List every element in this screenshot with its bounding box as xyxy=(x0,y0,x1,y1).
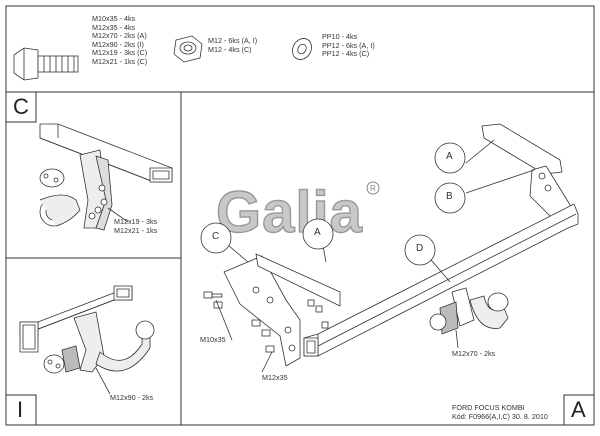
callout-i-panel: M12x90 - 2ks xyxy=(110,393,154,402)
logo-text: Galia xyxy=(216,180,363,245)
bolt-spec: M12x35 - 4ks xyxy=(92,22,136,32)
bubble-label: D xyxy=(416,243,424,254)
washer-list: PP10 - 4ks PP12 - 6ks (A, I) PP12 - 4ks … xyxy=(322,32,375,59)
galia-logo: Galia R xyxy=(215,179,380,246)
svg-text:R: R xyxy=(370,184,376,193)
nut-icon xyxy=(173,35,203,63)
panel-label-c: C xyxy=(13,94,29,119)
bolt-icon xyxy=(13,47,79,81)
callout-line: M12x21 - 1ks xyxy=(114,225,158,235)
panel-c-box xyxy=(5,91,37,123)
title-block: FORD FOCUS KOMBI Kód: F0966(A,I,C) 30. 8… xyxy=(452,403,548,421)
bolt-m10-set xyxy=(203,291,329,353)
panel-label-i: I xyxy=(17,397,24,422)
callout-m12x70: M12x70 - 2ks xyxy=(452,349,496,358)
nut-spec: M12 - 4ks (C) xyxy=(208,44,252,54)
bubble-d xyxy=(404,234,436,266)
callout-line: M12x19 - 3ks xyxy=(114,217,158,226)
panel-c-drawing xyxy=(39,123,173,231)
panel-label-a: A xyxy=(571,397,586,422)
bolt-list: M10x35 - 4ks M12x35 - 4ks M12x70 - 2ks (… xyxy=(92,14,148,67)
bubble-b xyxy=(434,182,466,214)
panel-a-box xyxy=(563,394,595,426)
drawing-code: Kód: F0966(A,I,C) 30. 8. 2010 xyxy=(452,411,548,421)
bubble-label: B xyxy=(446,191,453,202)
bolt-spec: M12x90 - 2ks (I) xyxy=(92,39,144,49)
washer-icon xyxy=(292,38,312,60)
washer-spec: PP12 - 6ks (A, I) xyxy=(322,40,375,50)
sheet-border xyxy=(5,5,595,426)
bubble-a-top xyxy=(434,142,466,174)
washer-spec: PP10 - 4ks xyxy=(322,32,358,41)
washer-spec: PP12 - 4ks (C) xyxy=(322,49,370,59)
bubble-c xyxy=(200,222,232,254)
bubble-label: C xyxy=(212,231,220,242)
panel-i-drawing xyxy=(19,285,155,395)
callout-bubbles xyxy=(200,142,466,266)
bolt-spec: M12x19 - 3ks (C) xyxy=(92,48,148,58)
bolt-spec: M12x70 - 2ks (A) xyxy=(92,31,147,41)
callout-m12x35: M12x35 xyxy=(262,373,288,382)
bubble-a-left xyxy=(302,218,334,250)
callout-c-panel: M12x19 - 3ks M12x21 - 1ks xyxy=(114,217,158,235)
nut-list: M12 - 6ks (A, I) M12 - 4ks (C) xyxy=(208,36,258,54)
bubble-label: A xyxy=(446,151,453,162)
main-assembly-drawing xyxy=(203,123,579,373)
callout-m10x35: M10x35 xyxy=(200,335,226,344)
bubble-label: A xyxy=(314,227,321,238)
model-name: FORD FOCUS KOMBI xyxy=(452,403,525,412)
bolt-spec: M12x21 - 1ks (C) xyxy=(92,56,148,66)
panel-i-box xyxy=(5,394,37,426)
nut-spec: M12 - 6ks (A, I) xyxy=(208,36,258,45)
bolt-spec: M10x35 - 4ks xyxy=(92,14,136,23)
